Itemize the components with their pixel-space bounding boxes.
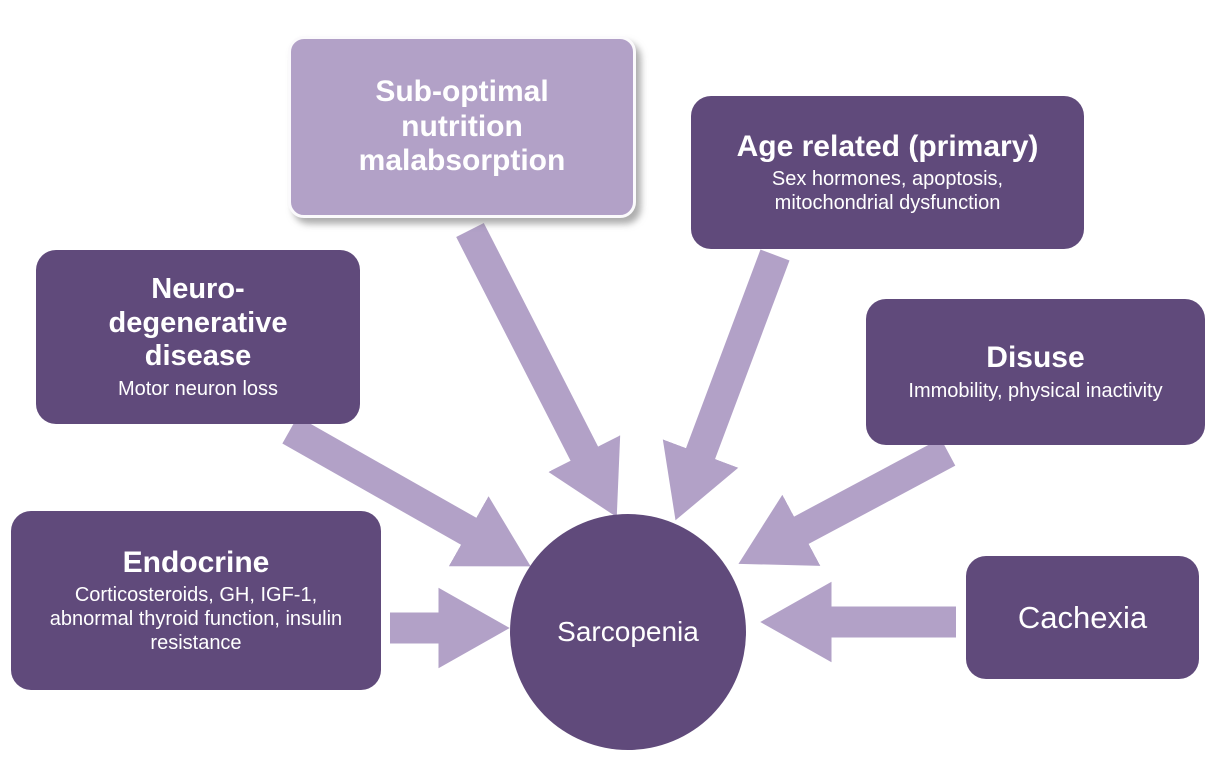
node-endocrine: Endocrine Corticosteroids, GH, IGF-1, ab… [11,511,381,690]
node-disuse: Disuse Immobility, physical inactivity [866,299,1205,445]
node-age-related: Age related (primary) Sex hormones, apop… [691,96,1084,249]
arrow-from-neurodegenerative [282,416,531,567]
node-sub-optimal-nutrition: Sub-optimal nutrition malabsorption [288,36,636,218]
center-label: Sarcopenia [557,616,699,647]
arrow-from-age-related [662,249,790,521]
node-title: Neuro- degenerative disease [108,273,288,373]
center-sarcopenia-circle: Sarcopenia [510,514,746,750]
node-title: Cachexia [1017,599,1148,635]
node-subtitle: Corticosteroids, GH, IGF-1, abnormal thy… [49,584,343,655]
node-cachexia: Cachexia [966,556,1199,679]
node-subtitle: Immobility, physical inactivity [908,379,1163,402]
node-title: Endocrine [122,545,270,579]
node-title: Disuse [986,341,1085,375]
node-title: Sub-optimal nutrition malabsorption [358,75,566,178]
node-title: Age related (primary) [736,129,1039,163]
arrow-from-nutrition [456,222,621,518]
node-subtitle: Motor neuron loss [117,377,279,400]
node-neurodegenerative-disease: Neuro- degenerative disease Motor neuron… [36,250,360,424]
node-subtitle: Sex hormones, apoptosis, mitochondrial d… [771,168,1004,215]
arrow-from-disuse [738,438,956,566]
